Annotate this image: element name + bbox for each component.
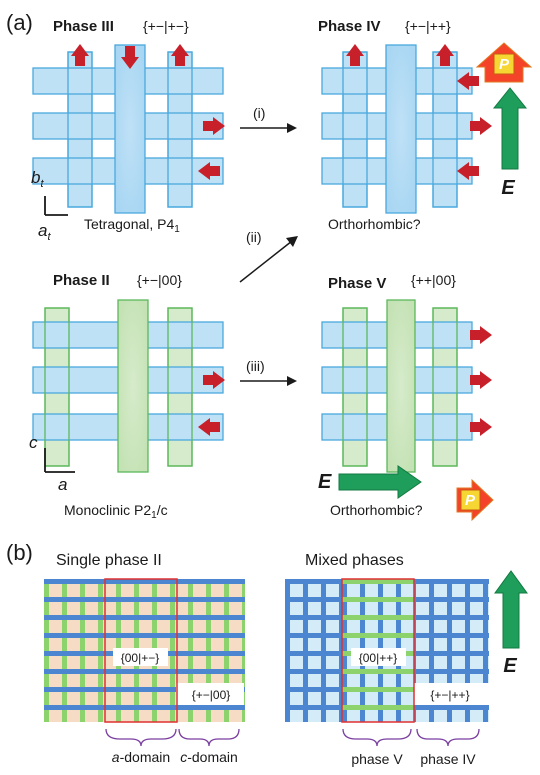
polarization-label: P [499,56,510,73]
a-domain-brace [105,728,177,747]
field-label: E [503,655,517,677]
single-phase-ii-panel: Single phase II {00|+−} {+−|00} a-domain… [44,552,245,765]
dipole-arrow-down [121,46,139,69]
single-phase-title: Single phase II [56,552,162,569]
field-label: E [501,177,515,199]
phase-v-caption: Orthorhombic? [330,502,423,518]
c-domain-brace [178,728,240,747]
transition-label: (iii) [246,358,265,374]
phase-iii-caption: Tetragonal, P41 [84,216,180,235]
polarization-arrow-right: P [456,478,494,522]
transition-ii: (ii) [239,229,298,283]
field-arrow-up [492,87,528,170]
phase-v-notation: {00|++} [359,651,398,665]
c-domain-notation: {+−|00} [192,688,231,702]
field-arrow-up [494,570,528,649]
dipole-arrow-right [470,418,492,436]
dipole-arrow-left [457,162,479,180]
axis-a-label: a [58,475,67,494]
phase-v-block: Phase V {++|00} E P Orthorhombic? [318,272,494,522]
a-domain-label: a-domain [112,749,170,765]
phase-v-label: phase V [351,751,403,767]
phase-iv-block: Phase IV {+−|++} P E Orthorhombic? [318,18,533,232]
phase-iii-lattice [32,44,225,214]
dipole-arrow-left [198,162,220,180]
phase-v-title: Phase V [328,275,386,292]
transition-label: (ii) [246,229,262,245]
transition-label: (i) [253,105,265,121]
c-domain-label: c-domain [180,749,238,765]
monoclinic-axes: c a [29,433,75,494]
phase-iv-label-region [414,683,490,705]
dipole-arrow-up [171,44,189,66]
dipole-arrow-right [470,117,492,135]
axis-bt-label: bt [31,168,44,190]
phase-v-box [341,578,415,723]
dipole-arrow-right [470,371,492,389]
dipole-arrow-left [198,418,220,436]
dipole-arrow-right [203,117,225,135]
phase-iii-notation: {+−|+−} [143,18,189,34]
transition-iii: (iii) [240,358,297,386]
phase-ii-lattice [32,299,225,473]
panel-a-label: (a) [6,10,33,35]
phase-ii-title: Phase II [53,272,110,289]
phase-iii-block: Phase III {+−|+−} bt at Tetragonal, P41 [31,18,225,243]
a-domain-box [104,578,178,723]
dipole-arrow-right [203,371,225,389]
phase-iv-lattice [321,44,492,214]
polarization-arrow-up: P [475,42,533,83]
axis-at-label: at [38,221,51,243]
a-domain-notation: {00|+−} [121,651,160,665]
dipole-arrow-right [470,326,492,344]
phase-iii-title: Phase III [53,18,114,35]
phase-ii-block: Phase II {+−|00} c a Monoclinic P21/c [29,272,225,521]
phase-iv-notation: {+−|++} [405,18,451,34]
dipole-arrow-left [457,72,479,90]
mixed-phases-panel: Mixed phases {00|++} {+−|++} phase V pha… [285,552,528,767]
dipole-arrow-up [436,44,454,66]
phase-ii-notation: {+−|00} [137,272,182,288]
field-label: E [318,471,332,493]
polarization-label: P [465,492,476,509]
tetragonal-axes: bt at [31,168,68,243]
phase-iv-label: phase IV [420,751,476,767]
dipole-arrow-up [346,44,364,66]
phase-v-notation: {++|00} [411,272,456,288]
axis-c-label: c [29,433,38,452]
phase-iv-brace [416,728,480,747]
domain-label-bg [351,648,406,666]
transition-i: (i) [240,105,297,133]
phase-v-brace [342,728,412,747]
phase-iv-notation: {+−|++} [430,688,469,702]
c-domain-region [176,683,244,705]
dipole-arrow-up [71,44,89,66]
field-arrow-right [338,465,422,499]
phase-ii-caption: Monoclinic P21/c [64,502,168,521]
phase-v-lattice [321,299,492,473]
domain-label-bg [113,648,168,666]
phase-iv-caption: Orthorhombic? [328,216,421,232]
phase-iv-title: Phase IV [318,18,381,35]
central-vertical-bar [114,44,146,214]
mixed-phases-title: Mixed phases [305,552,404,569]
panel-b-label: (b) [6,540,33,565]
